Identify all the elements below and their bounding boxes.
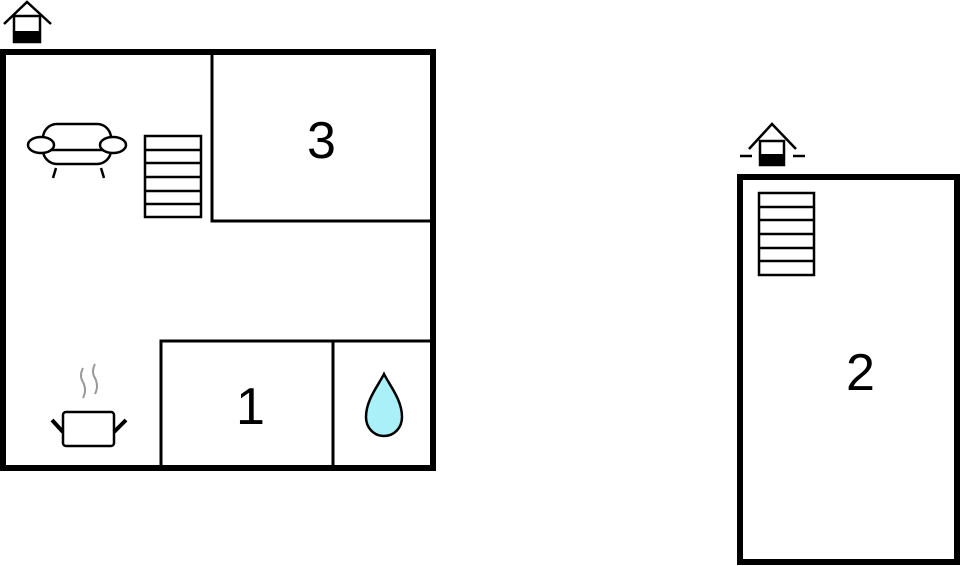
room-1-label: 1 <box>236 378 265 436</box>
kitchen-pot-icon <box>50 363 128 448</box>
room-3-label: 3 <box>307 112 336 170</box>
stairs-icon <box>757 191 816 277</box>
entrance-icon <box>3 0 52 44</box>
room-1-walls <box>159 339 433 468</box>
room-2 <box>737 174 960 565</box>
room-3 <box>210 50 435 223</box>
sofa-icon <box>26 122 128 179</box>
room-2-label: 2 <box>846 344 875 402</box>
water-drop-icon <box>364 371 404 438</box>
stairs-icon <box>143 134 203 219</box>
entrance-icon <box>740 122 805 167</box>
